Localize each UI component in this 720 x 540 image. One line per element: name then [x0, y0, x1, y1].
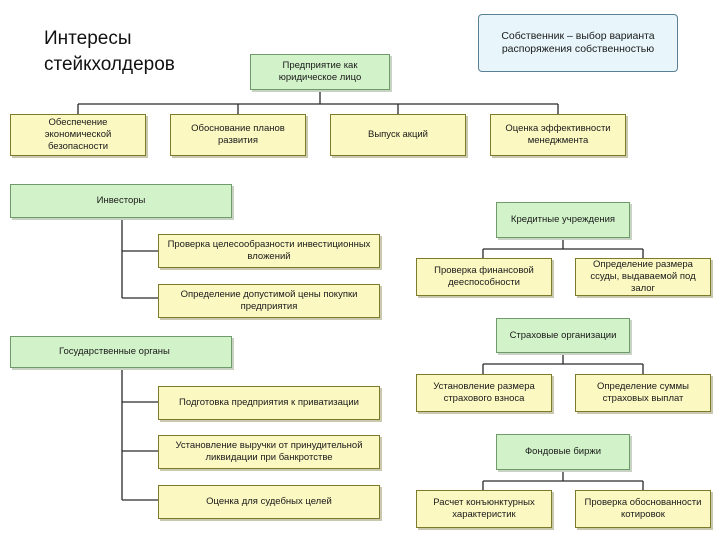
top-child-3: Выпуск акций [330, 114, 466, 156]
government-item-2: Установление выручки от принудительной л… [158, 435, 380, 469]
exchange-item-2: Проверка обоснованности котировок [575, 490, 711, 528]
credit-item-2: Определение размера ссуды, выдаваемой по… [575, 258, 711, 296]
title-line-1: Интересы [44, 28, 132, 49]
diagram-title: Интересы стейкхолдеров [44, 26, 175, 78]
owner-box: Собственник – выбор варианта распоряжени… [478, 14, 678, 72]
government-box: Государственные органы [10, 336, 232, 368]
credit-box: Кредитные учреждения [496, 202, 630, 238]
investors-item-2: Определение допустимой цены покупки пред… [158, 284, 380, 318]
insurance-item-2: Определение суммы страховых выплат [575, 374, 711, 412]
top-child-4: Оценка эффективности менеджмента [490, 114, 626, 156]
insurance-item-1: Установление размера страхового взноса [416, 374, 552, 412]
title-line-2: стейкхолдеров [44, 54, 175, 75]
government-item-1: Подготовка предприятия к приватизации [158, 386, 380, 420]
credit-item-1: Проверка финансовой дееспособности [416, 258, 552, 296]
investors-item-1: Проверка целесообразности инвестиционных… [158, 234, 380, 268]
top-child-2: Обоснование планов развития [170, 114, 306, 156]
insurance-box: Страховые организации [496, 318, 630, 353]
government-item-3: Оценка для судебных целей [158, 485, 380, 519]
investors-box: Инвесторы [10, 184, 232, 218]
enterprise-root-box: Предприятие как юридическое лицо [250, 54, 390, 90]
top-child-1: Обеспечение экономической безопасности [10, 114, 146, 156]
exchange-item-1: Расчет конъюнктурных характеристик [416, 490, 552, 528]
exchange-box: Фондовые биржи [496, 434, 630, 470]
